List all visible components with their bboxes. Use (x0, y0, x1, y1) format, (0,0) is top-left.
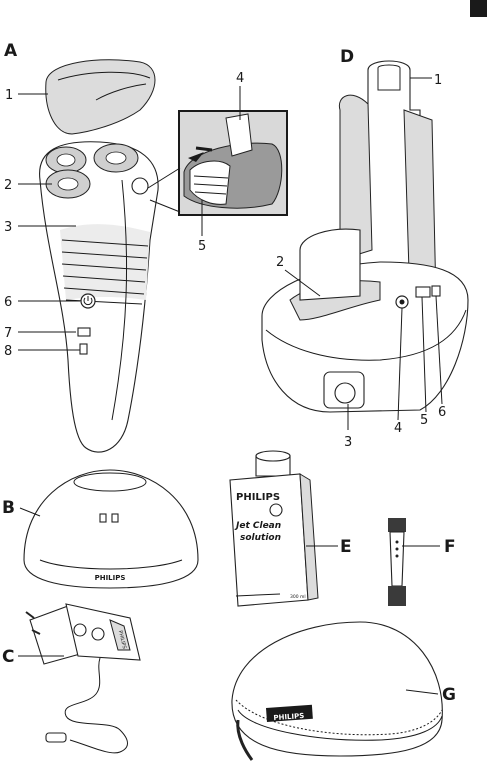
cleaning-station-illustration (261, 60, 469, 413)
case-brand-text: PHILIPS (273, 712, 304, 722)
bottle-brand-text: PHILIPS (236, 492, 280, 503)
solution-bottle-illustration: PHILIPS Jet Clean solution 300 ml (229, 450, 319, 607)
brush-illustration (388, 518, 406, 606)
shaver-callout-7: 7 (4, 326, 12, 341)
inset-callout-4: 4 (236, 71, 244, 86)
shaver-callout-8: 8 (4, 344, 12, 359)
charging-stand-illustration: PHILIPS (23, 469, 199, 589)
section-label-c: C (2, 647, 14, 667)
page-tab-marker (470, 0, 487, 17)
shaver-illustration (39, 59, 159, 453)
section-label-g: G (442, 685, 456, 705)
station-callout-4: 4 (394, 421, 402, 436)
section-label-f: F (444, 537, 456, 557)
bottle-line1-text: Jet Clean (234, 521, 281, 531)
stand-brand-text: PHILIPS (95, 574, 126, 582)
bottle-volume-text: 300 ml (290, 594, 306, 600)
shaver-callout-3: 3 (4, 220, 12, 235)
station-callout-5: 5 (420, 413, 428, 428)
bottle-line2-text: solution (240, 533, 281, 543)
station-callout-2: 2 (276, 255, 284, 270)
section-label-a: A (4, 41, 18, 61)
adapter-brand-text: PHILIPS (117, 630, 127, 650)
section-label-e: E (340, 537, 352, 557)
shaver-callout-2: 2 (4, 178, 12, 193)
station-callout-3: 3 (344, 435, 352, 450)
shaver-callout-6: 6 (4, 295, 12, 310)
inset-detail (147, 86, 288, 236)
station-callout-1: 1 (434, 73, 442, 88)
shaver-callout-1: 1 (5, 88, 13, 103)
pouch-illustration: PHILIPS (231, 621, 443, 761)
section-label-d: D (340, 47, 354, 67)
section-label-b: B (2, 498, 15, 518)
adapter-illustration: PHILIPS (25, 603, 141, 754)
station-callout-6: 6 (438, 405, 446, 420)
inset-callout-5: 5 (198, 239, 206, 254)
